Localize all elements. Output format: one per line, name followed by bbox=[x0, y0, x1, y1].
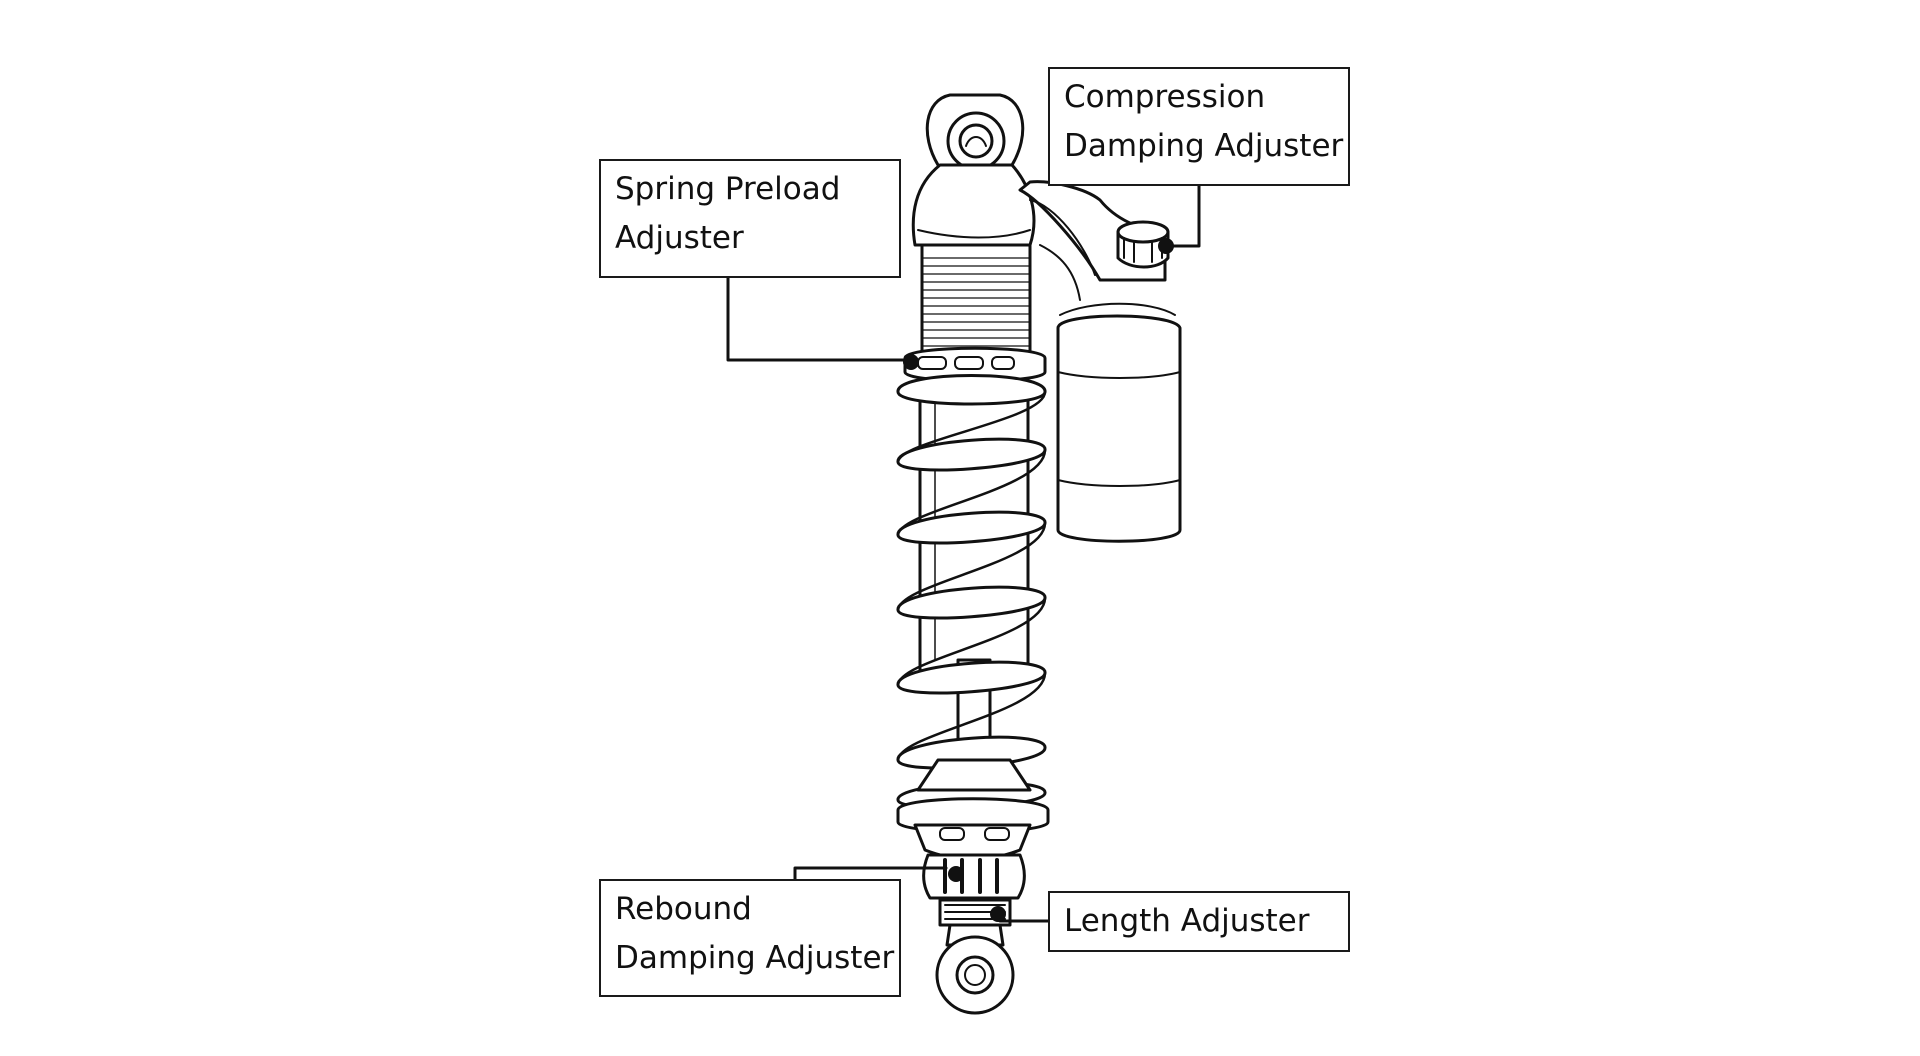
rebound-label-line-2: Damping Adjuster bbox=[615, 940, 895, 976]
preload-label-line-1: Spring Preload bbox=[615, 171, 841, 207]
compression-adjuster-knob bbox=[1116, 220, 1170, 269]
leader-lines bbox=[726, 184, 1201, 923]
compression-label-line-2: Damping Adjuster bbox=[1064, 128, 1344, 164]
length-adjuster-label: Length Adjuster bbox=[1048, 891, 1350, 952]
rebound-label-line-1: Rebound bbox=[615, 891, 752, 927]
lower-spring-seat bbox=[896, 758, 1050, 861]
rebound-adjuster-knob bbox=[922, 853, 1026, 900]
reservoir-canister bbox=[1056, 302, 1182, 543]
top-eye-mount bbox=[925, 93, 1025, 171]
shock-head bbox=[911, 163, 1036, 247]
leader-dots bbox=[903, 238, 1174, 922]
compression-damping-adjuster-label: Compression Damping Adjuster bbox=[1048, 67, 1350, 186]
length-label-line-1: Length Adjuster bbox=[1064, 903, 1310, 939]
preload-label-line-2: Adjuster bbox=[615, 220, 744, 256]
threaded-body bbox=[920, 243, 1032, 355]
rebound-damping-adjuster-label: Rebound Damping Adjuster bbox=[599, 879, 901, 997]
spring-preload-adjuster-label: Spring Preload Adjuster bbox=[599, 159, 901, 278]
bottom-eye-mount bbox=[935, 923, 1015, 1015]
compression-label-line-1: Compression bbox=[1064, 79, 1266, 115]
